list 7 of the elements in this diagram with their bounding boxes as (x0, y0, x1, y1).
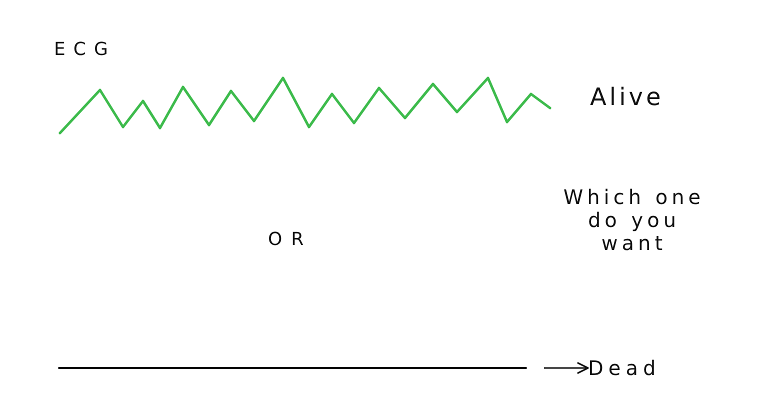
or-label: OR (268, 228, 313, 252)
question-text: Which one do you want (562, 186, 706, 255)
state-label: Dead (588, 355, 664, 381)
arrow (544, 362, 589, 374)
flat-line (58, 367, 527, 369)
state-label: Alive (590, 83, 664, 111)
heading-text: ECG (54, 38, 116, 62)
